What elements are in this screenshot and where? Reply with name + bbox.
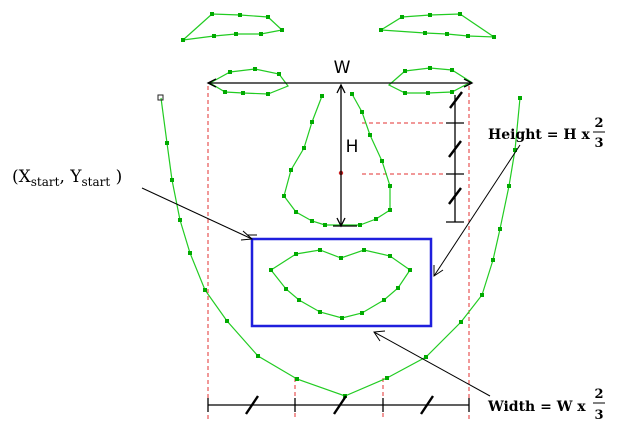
mouth — [270, 249, 411, 319]
h-label: H — [346, 137, 359, 157]
height-formula-arrow — [433, 144, 521, 277]
horizontal-guide-lines — [362, 122, 460, 175]
width-measure — [206, 78, 474, 88]
height-formula: Height = H x 2 3 — [488, 116, 605, 151]
nose — [283, 93, 391, 226]
svg-text:Height = H x: Height = H x — [488, 127, 590, 143]
mouth-points — [269, 248, 412, 320]
svg-text:(Xstart, Ystart ): (Xstart, Ystart ) — [12, 167, 122, 189]
svg-text:2: 2 — [594, 387, 603, 402]
mouth-lower — [270, 269, 411, 319]
w-label: W — [334, 58, 351, 78]
start-point-arrow — [141, 187, 257, 241]
svg-text:3: 3 — [594, 136, 603, 151]
right-eyebrow — [380, 13, 497, 38]
jaw-points — [165, 96, 522, 398]
svg-text:Width = W x: Width = W x — [487, 399, 586, 415]
svg-text:3: 3 — [594, 408, 603, 423]
width-formula: Width = W x 2 3 — [487, 387, 605, 423]
nose-points — [282, 92, 392, 227]
height-split-line — [446, 91, 464, 223]
mouth-region-box — [250, 237, 433, 328]
eye-points — [223, 66, 454, 96]
nose-outline — [283, 93, 391, 226]
right-eye — [387, 67, 473, 94]
height-measure — [333, 83, 357, 228]
eyebrows — [182, 13, 497, 41]
svg-text:2: 2 — [594, 116, 603, 131]
width-formula-arrow — [373, 330, 491, 397]
jaw-start-marker — [157, 94, 164, 101]
width-split-line — [207, 395, 470, 415]
start-point-label: (Xstart, Ystart ) — [12, 167, 122, 189]
eyebrow-points — [181, 12, 496, 42]
left-eye — [208, 68, 289, 95]
